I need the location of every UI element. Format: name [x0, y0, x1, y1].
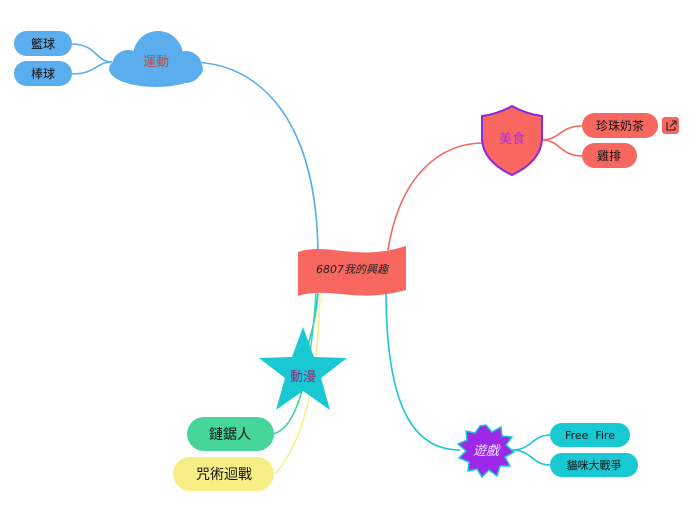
connector-central-sports [189, 61, 319, 259]
explosion-shape [456, 424, 516, 479]
connector-central-food [387, 142, 485, 251]
subtopic-anime-1-label: 鏈鋸人 [209, 427, 251, 443]
connector-games-child-2 [511, 449, 551, 466]
subtopic-anime-2-label: 咒術迴戰 [196, 467, 252, 483]
subtopic-sports-1[interactable]: 籃球 [14, 31, 72, 56]
subtopic-anime-2-shape [173, 457, 274, 491]
subtopic-food-2[interactable]: 雞排 [582, 143, 637, 168]
subtopic-games-1-label: Free Fire [565, 429, 615, 442]
star-shape [259, 327, 347, 410]
subtopic-games-1[interactable]: Free Fire [550, 423, 630, 447]
subtopic-anime-1[interactable]: 鏈鋸人 [187, 417, 274, 451]
subtopic-games-2-shape [550, 453, 638, 477]
connector-food-child-1 [541, 125, 583, 141]
topic-games[interactable]: 遊戲 [456, 424, 516, 479]
central-topic[interactable]: 6807我的興趣 [298, 246, 406, 296]
subtopic-sports-1-shape [14, 31, 72, 56]
subtopic-sports-1-label: 籃球 [31, 36, 55, 51]
subtopic-food-2-shape [582, 143, 637, 168]
connector-sports-child-1 [71, 43, 113, 63]
topic-food[interactable]: 美食 [481, 104, 543, 177]
topic-food-label: 美食 [499, 131, 525, 147]
cloud-shape [109, 31, 203, 87]
external-link-icon[interactable] [662, 117, 679, 134]
subtopic-food-1-label: 珍珠奶茶 [596, 118, 644, 133]
central-topic-shape [298, 246, 406, 296]
subtopic-food-1-shape [582, 113, 658, 138]
connector-central-games [385, 289, 461, 451]
subtopic-sports-2-label: 棒球 [31, 67, 55, 81]
topic-anime-label: 動漫 [290, 370, 316, 385]
subtopic-food-1[interactable]: 珍珠奶茶 [582, 113, 658, 138]
subtopic-games-1-shape [550, 423, 630, 447]
central-topic-label: 6807我的興趣 [316, 263, 390, 276]
subtopic-games-2-label: 貓咪大戰爭 [567, 458, 622, 472]
subtopic-anime-1-shape [187, 417, 274, 451]
subtopic-anime-2[interactable]: 咒術迴戰 [173, 457, 274, 491]
topic-anime[interactable]: 動漫 [259, 327, 347, 410]
shield-shape [481, 104, 543, 177]
subtopic-sports-2-shape [14, 61, 72, 86]
connector-games-child-1 [511, 434, 551, 451]
connector-central-anime-yellow [274, 291, 321, 475]
connector-sports-child-2 [71, 61, 113, 75]
connector-food-child-2 [541, 139, 583, 157]
topic-sports-label: 運動 [143, 55, 169, 70]
topic-sports[interactable]: 運動 [109, 31, 203, 87]
subtopic-games-2[interactable]: 貓咪大戰爭 [550, 453, 638, 477]
subtopic-sports-2[interactable]: 棒球 [14, 61, 72, 86]
topic-games-label: 遊戲 [473, 444, 501, 459]
subtopic-food-2-label: 雞排 [597, 149, 621, 163]
